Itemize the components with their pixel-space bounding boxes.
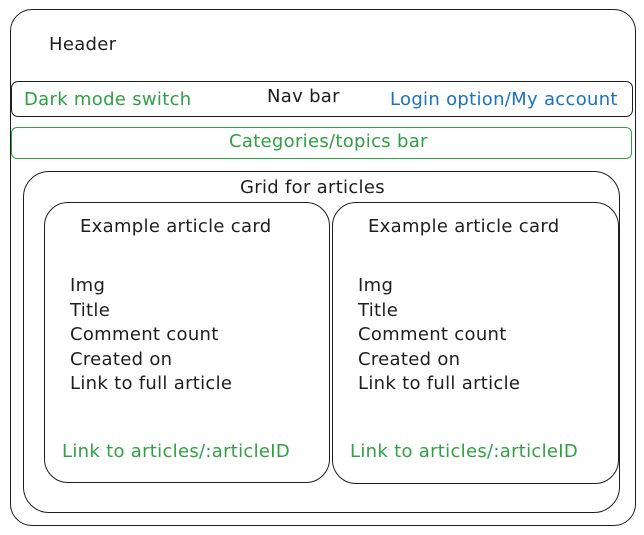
article-link[interactable]: Link to articles/:articleID	[350, 441, 579, 462]
articles-grid-label: Grid for articles	[240, 177, 385, 198]
article-card[interactable]	[332, 202, 619, 484]
page-frame	[10, 9, 636, 526]
header-label: Header	[49, 34, 117, 55]
article-card-fields: Img Title Comment count Created on Link …	[358, 274, 520, 397]
card-field-full-article-link[interactable]: Link to full article	[358, 373, 521, 394]
article-card-title: Example article card	[368, 216, 560, 237]
article-link[interactable]: Link to articles/:articleID	[62, 441, 291, 462]
article-card-title: Example article card	[80, 216, 272, 237]
login-account-link[interactable]: Login option/My account	[390, 89, 618, 110]
card-field-comment-count: Comment count	[70, 324, 219, 345]
categories-bar-label: Categories/topics bar	[229, 131, 428, 152]
card-field-full-article-link[interactable]: Link to full article	[70, 373, 233, 394]
card-field-img: Img	[358, 275, 394, 296]
dark-mode-switch[interactable]: Dark mode switch	[24, 89, 192, 110]
nav-bar-label: Nav bar	[267, 86, 340, 107]
articles-grid	[23, 171, 620, 513]
card-field-img: Img	[70, 275, 106, 296]
card-field-title: Title	[358, 299, 399, 321]
article-card[interactable]	[44, 202, 330, 483]
card-field-comment-count: Comment count	[358, 324, 507, 345]
card-field-created-on: Created on	[358, 348, 461, 370]
article-card-fields: Img Title Comment count Created on Link …	[70, 274, 232, 397]
card-field-created-on: Created on	[70, 348, 173, 370]
nav-bar	[11, 81, 633, 117]
categories-bar[interactable]	[11, 127, 632, 159]
card-field-title: Title	[70, 299, 111, 321]
